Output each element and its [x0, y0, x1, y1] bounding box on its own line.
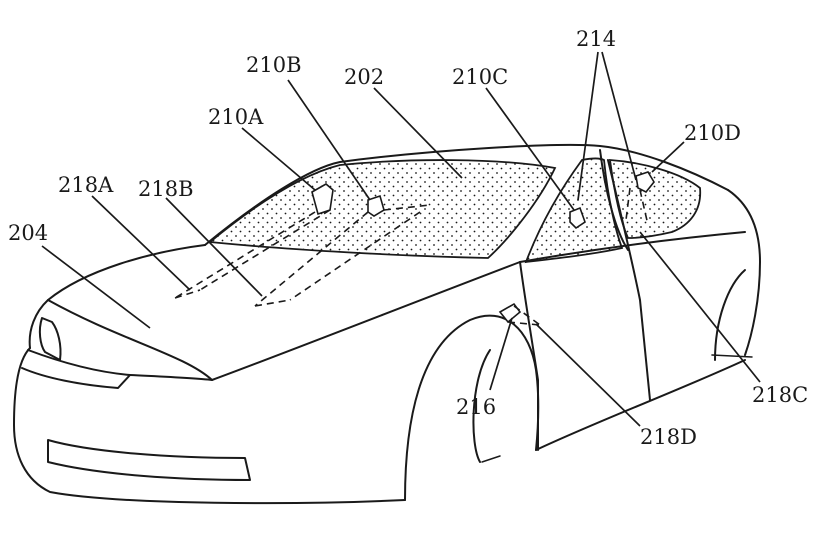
- field-of-view-218A: [174, 209, 331, 299]
- label-214: 214: [576, 27, 616, 51]
- label-210A: 210A: [208, 105, 264, 129]
- label-210D: 210D: [684, 121, 741, 145]
- label-210C: 210C: [452, 65, 508, 89]
- sensor-210C: [569, 206, 586, 230]
- leader-lines: [41, 51, 761, 427]
- label-218C: 218C: [752, 383, 808, 407]
- sensor-210A: [311, 183, 334, 216]
- field-of-view-218B: [254, 204, 431, 307]
- label-204: 204: [8, 221, 48, 245]
- label-218D: 218D: [640, 425, 697, 449]
- field-of-view-218D: [507, 305, 541, 326]
- sensor-210B: [367, 194, 385, 217]
- label-218B: 218B: [138, 177, 194, 201]
- label-202: 202: [344, 65, 384, 89]
- field-of-view-218C: [625, 187, 649, 226]
- label-216: 216: [456, 395, 496, 419]
- label-210B: 210B: [246, 53, 302, 77]
- label-218A: 218A: [58, 173, 114, 197]
- rear-side-window: [608, 159, 702, 239]
- sensor-216: [498, 302, 522, 324]
- car-body: [13, 143, 761, 505]
- sensor-210D: [635, 171, 655, 194]
